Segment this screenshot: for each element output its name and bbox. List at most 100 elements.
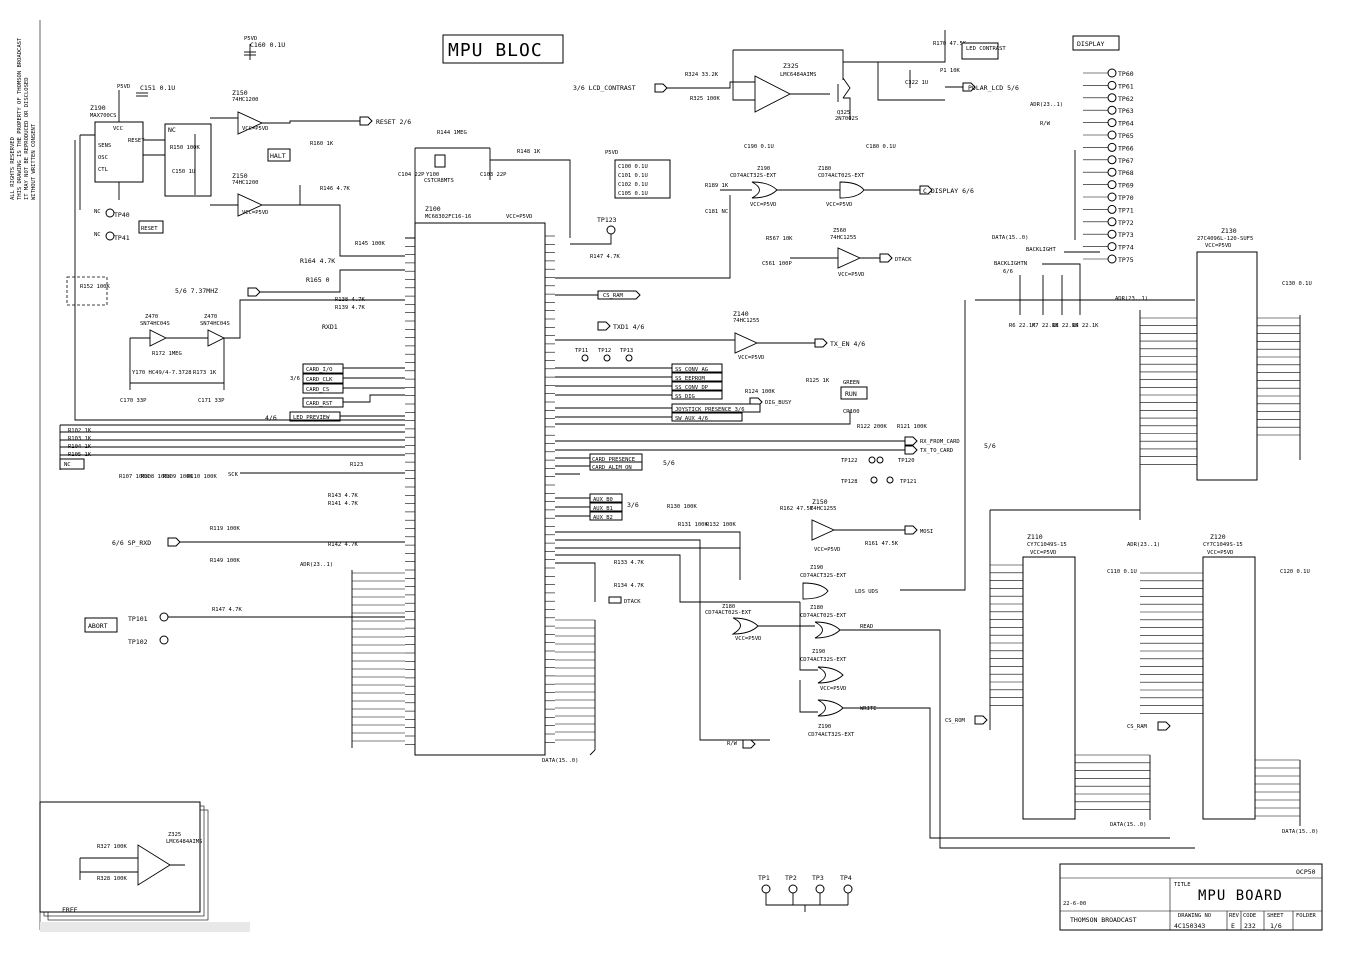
display-test-point[interactable]: [1107, 192, 1117, 202]
c-display-label: C_DISPLAY 6/6: [923, 187, 974, 195]
r125-label: R125 1K: [806, 378, 830, 384]
data-label-110: DATA(15..0): [1110, 822, 1146, 828]
adr-left-label: ADR(23..1): [300, 562, 333, 568]
dtack-net-mpu: DTACK: [608, 596, 641, 605]
buffer-z150-mosi: Z150 74HC1255 VCC=P5VD MOSI R162 47.5K R…: [780, 498, 933, 553]
reset-box-label: RESET: [141, 226, 158, 232]
tb-company: THOMSON BROADCAST: [1070, 916, 1137, 924]
gate-z180b-part: CD74ACT02S-EXT: [800, 613, 847, 619]
tp101[interactable]: TP101: [128, 612, 405, 623]
display-test-point[interactable]: [1107, 155, 1117, 165]
bottom-tp-label: TP2: [785, 874, 797, 882]
tx-to-card-label: TX_TO_CARD: [920, 448, 953, 454]
tb-rev: E: [1231, 922, 1235, 930]
sck-label: SCK: [228, 472, 239, 478]
display-label-box: DISPLAY: [1072, 35, 1120, 51]
display-test-point[interactable]: [1107, 204, 1117, 214]
display-test-point[interactable]: [1107, 254, 1117, 264]
display-tp-list: TP60TP61TP62TP63TP64TP65TP66TP67TP68TP69…: [992, 68, 1134, 329]
display-tp-label: TP64: [1118, 120, 1134, 128]
r148-label: R148 1K: [517, 149, 541, 155]
r145-label: R145 100K: [355, 241, 385, 247]
display-test-point[interactable]: [1107, 68, 1117, 78]
c190-label: C190 0.1U: [744, 144, 774, 150]
card-sheet2-label: 5/6: [984, 442, 996, 450]
tp40[interactable]: TP40 NC: [94, 208, 130, 219]
led-preview-net: 4/6 LED_PREVIEW: [265, 411, 405, 422]
tb-sheet-caption: SHEET: [1267, 913, 1284, 919]
adr-sram-label: ADR(23..1): [1127, 542, 1160, 548]
buffer-z140: Z140 74HC1255 VCC=P5VD TX_EN 4/6: [555, 310, 865, 361]
card-serial: R122 200K R121 100K RX_FROM_CARD TX_TO_C…: [555, 424, 996, 485]
cs-rom-net: CS_ROM: [945, 715, 988, 725]
mpu-power: VCC=P5VD: [506, 214, 533, 220]
r170-label: R170 47.5K: [933, 41, 967, 47]
r141-label: R141 4.7K: [328, 501, 358, 507]
buf-150b-ref: Z150: [812, 498, 828, 506]
r567-label: R567 10K: [766, 236, 793, 242]
display-test-point[interactable]: [1107, 167, 1117, 177]
sn-470a-ref: Z470: [145, 314, 158, 320]
display-tp-label: TP69: [1118, 182, 1134, 190]
aux-b1-label: AUX_B1: [593, 506, 613, 512]
display-test-point[interactable]: [1107, 130, 1117, 140]
osc-ref: Y100: [426, 172, 439, 178]
r124-label: R124 100K: [745, 389, 775, 395]
svg-text:OSC: OSC: [98, 155, 108, 161]
display-test-point[interactable]: [1107, 242, 1117, 252]
rw-net-bottom: R/W: [727, 739, 756, 749]
display-test-point[interactable]: [1107, 180, 1117, 190]
ss-dig-label: SS_DIG: [675, 394, 695, 400]
eprom-power: VCC=P5VD: [1205, 243, 1232, 249]
gate-z190a-ref: Z190: [810, 565, 823, 571]
tp102[interactable]: TP102: [128, 635, 169, 646]
display-test-point[interactable]: [1107, 80, 1117, 90]
display-test-point[interactable]: [1107, 217, 1117, 227]
cr100-label: CR100: [843, 409, 860, 415]
r165-label: R165 0: [306, 276, 330, 284]
free-label: FREE: [62, 906, 78, 914]
tp121-label: TP121: [900, 479, 917, 485]
gate-z190c-part: CD74ACT32S-EXT: [808, 732, 855, 738]
buf-140-part: 74HC1255: [733, 318, 760, 324]
display-test-point[interactable]: [1107, 93, 1117, 103]
tp41[interactable]: TP41 NC: [94, 231, 130, 242]
mpu-left-nets: R164 4.7K R165 0 R145 100K 5/6 7.37MHZ R…: [59, 140, 405, 748]
display-test-point[interactable]: [1107, 118, 1117, 128]
c120-label: C120 0.1U: [1280, 569, 1310, 575]
r327-label: R327 100K: [97, 844, 127, 850]
read-label: READ: [860, 624, 873, 630]
tp123[interactable]: TP123: [570, 216, 617, 245]
bottom-test-point[interactable]: [815, 884, 825, 894]
r102-label: R102 1K: [68, 428, 92, 434]
r108-label: R108 100K: [141, 474, 171, 480]
r172-label: R172 1MEG: [152, 351, 182, 357]
free-opamp-part: LMC6484AIMS: [166, 839, 202, 845]
display-test-point[interactable]: [1107, 105, 1117, 115]
buf-140-ref: Z140: [733, 310, 749, 318]
free-opamp-ref: Z325: [168, 832, 181, 838]
card-clk-label: CARD_CLK: [306, 377, 333, 383]
bottom-test-point[interactable]: [843, 884, 853, 894]
backlightn-sheet: 6/6: [1003, 269, 1013, 275]
osc-37mhz-net: 5/6 7.37MHZ: [175, 287, 261, 297]
display-test-point[interactable]: [1107, 229, 1117, 239]
c104-label: C104 22P: [398, 172, 425, 178]
tp122-label: TP122: [841, 458, 858, 464]
eprom-part: 27C4096L-120-SUF5: [1197, 236, 1253, 242]
reset-ic-ref: Z190: [90, 104, 106, 112]
backlightn-label: BACKLIGHTN: [994, 261, 1027, 267]
bottom-test-point[interactable]: [761, 884, 771, 894]
display-tp-label: TP72: [1118, 219, 1134, 227]
tp102-label: TP102: [128, 638, 148, 646]
card-nets: CARD_I/O CARD_CLK CARD_CS CARD_RST 3/6: [290, 363, 405, 408]
display-test-point[interactable]: [1107, 142, 1117, 152]
bottom-test-point[interactable]: [788, 884, 798, 894]
display-tp-label: TP67: [1118, 157, 1134, 165]
sram-110-ref: Z110: [1027, 533, 1043, 541]
bus-frame: [900, 299, 1195, 591]
buf-560-ref: Z560: [833, 228, 846, 234]
abort-box: ABORT: [84, 617, 118, 633]
rxd1-net: RXD1: [322, 323, 338, 331]
gate-z190a-part: CD74ACT32S-EXT: [800, 573, 847, 579]
